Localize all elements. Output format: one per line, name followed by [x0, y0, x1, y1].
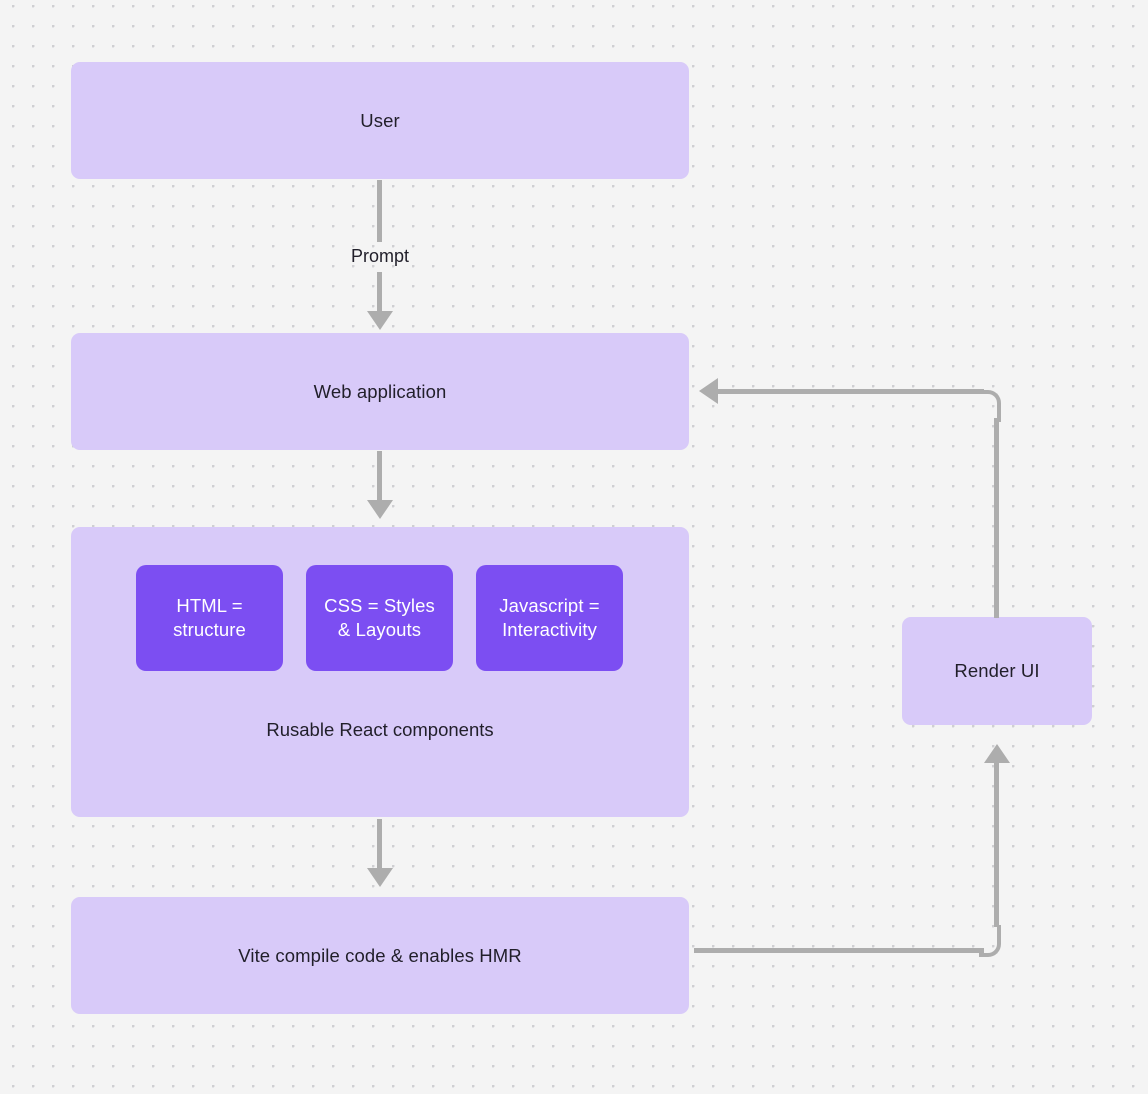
node-vite-label: Vite compile code & enables HMR [238, 944, 522, 966]
node-user[interactable]: User [71, 62, 689, 179]
node-web-application[interactable]: Web application [71, 333, 689, 450]
edge-vite-to-render-arrowhead [984, 744, 1010, 763]
node-components-group[interactable]: HTML = structure CSS = Styles & Layouts … [71, 527, 689, 817]
node-javascript[interactable]: Javascript = Interactivity [476, 565, 623, 671]
edge-render-to-web-arrowhead [699, 378, 718, 404]
node-web-application-label: Web application [313, 380, 447, 402]
edge-vite-to-render-vertical [994, 762, 999, 927]
edge-components-to-vite-segment [377, 819, 382, 871]
node-vite[interactable]: Vite compile code & enables HMR [71, 897, 689, 1014]
node-css[interactable]: CSS = Styles & Layouts [306, 565, 453, 671]
node-javascript-label: Javascript = Interactivity [499, 594, 600, 640]
edge-web-to-components-arrowhead [367, 500, 393, 519]
edge-vite-to-render-corner [979, 925, 1001, 957]
node-user-label: User [360, 109, 400, 131]
edge-render-to-web-vertical [994, 418, 999, 618]
edge-user-to-web-segment-bottom [377, 272, 382, 314]
edge-vite-to-render-horizontal [694, 948, 984, 953]
edge-render-to-web-corner [979, 390, 1001, 422]
edge-user-to-web-arrowhead [367, 311, 393, 330]
edge-components-to-vite-arrowhead [367, 868, 393, 887]
node-html[interactable]: HTML = structure [136, 565, 283, 671]
node-components-group-caption: Rusable React components [266, 719, 494, 740]
node-html-label: HTML = structure [173, 594, 246, 640]
node-css-label: CSS = Styles & Layouts [324, 594, 435, 640]
edge-user-to-web-segment-top [377, 180, 382, 242]
node-render-ui-label: Render UI [954, 660, 1040, 681]
edge-render-to-web-horizontal [718, 389, 984, 394]
edge-user-to-web-label: Prompt [350, 246, 410, 266]
node-render-ui[interactable]: Render UI [902, 617, 1092, 725]
edge-web-to-components-segment [377, 451, 382, 503]
